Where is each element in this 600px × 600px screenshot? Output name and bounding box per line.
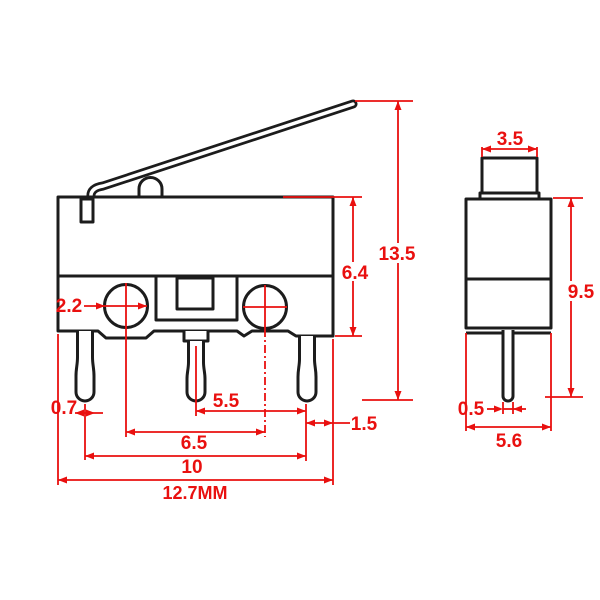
front-view xyxy=(56,99,358,403)
side-pin xyxy=(501,330,515,403)
dim-label-10: 10 xyxy=(181,457,202,478)
dim-body-depth: 5.6 xyxy=(466,423,551,452)
front-dimensions: 2.2 0.7 5.5 6.5 10 xyxy=(51,100,416,503)
dim-label-0-5: 0.5 xyxy=(458,399,485,420)
dim-pin-thickness: 0.5 xyxy=(458,399,526,420)
dim-label-12-7: 12.7MM xyxy=(162,483,227,503)
dim-outer-pin-span: 10 xyxy=(85,452,306,478)
dim-label-6-4: 6.4 xyxy=(342,263,369,284)
dim-pin-edge-offset: 1.5 xyxy=(306,414,378,435)
switch-body xyxy=(56,195,335,340)
dim-label-13-5: 13.5 xyxy=(379,244,416,265)
dim-label-6-5: 6.5 xyxy=(181,433,208,454)
plunger-dome xyxy=(137,176,164,199)
side-dimensions: 3.5 9.5 0.5 5.6 xyxy=(458,129,595,452)
dim-label-3-5: 3.5 xyxy=(497,129,524,150)
pin-boss xyxy=(182,331,210,343)
dim-label-5-5: 5.5 xyxy=(213,391,240,412)
dim-button-width: 3.5 xyxy=(482,129,537,153)
dim-label-5-6: 5.6 xyxy=(496,431,522,452)
lever-arm xyxy=(86,99,358,202)
side-button xyxy=(480,156,539,195)
side-view xyxy=(464,156,553,403)
recessed-panel xyxy=(154,276,239,322)
dim-label-1-5: 1.5 xyxy=(351,414,378,435)
dim-label-9-5: 9.5 xyxy=(568,282,595,303)
pin-left xyxy=(74,331,96,403)
center-hole xyxy=(175,276,215,311)
dim-pin-pitch: 5.5 xyxy=(196,391,306,415)
dim-body-height: 6.4 xyxy=(342,197,369,336)
dim-total-width: 12.7MM xyxy=(58,476,333,503)
dim-hole-spacing: 6.5 xyxy=(126,428,265,454)
side-body xyxy=(464,197,553,330)
dim-pin-width: 0.7 xyxy=(51,398,103,419)
dim-label-0-7: 0.7 xyxy=(51,398,77,419)
dim-label-2-2: 2.2 xyxy=(56,296,82,317)
dim-side-height: 9.5 xyxy=(567,198,595,397)
dim-hole-diameter: 2.2 xyxy=(56,296,147,317)
mount-notch xyxy=(79,197,95,224)
dim-total-height: 13.5 xyxy=(379,101,416,400)
pin-right xyxy=(296,336,318,403)
